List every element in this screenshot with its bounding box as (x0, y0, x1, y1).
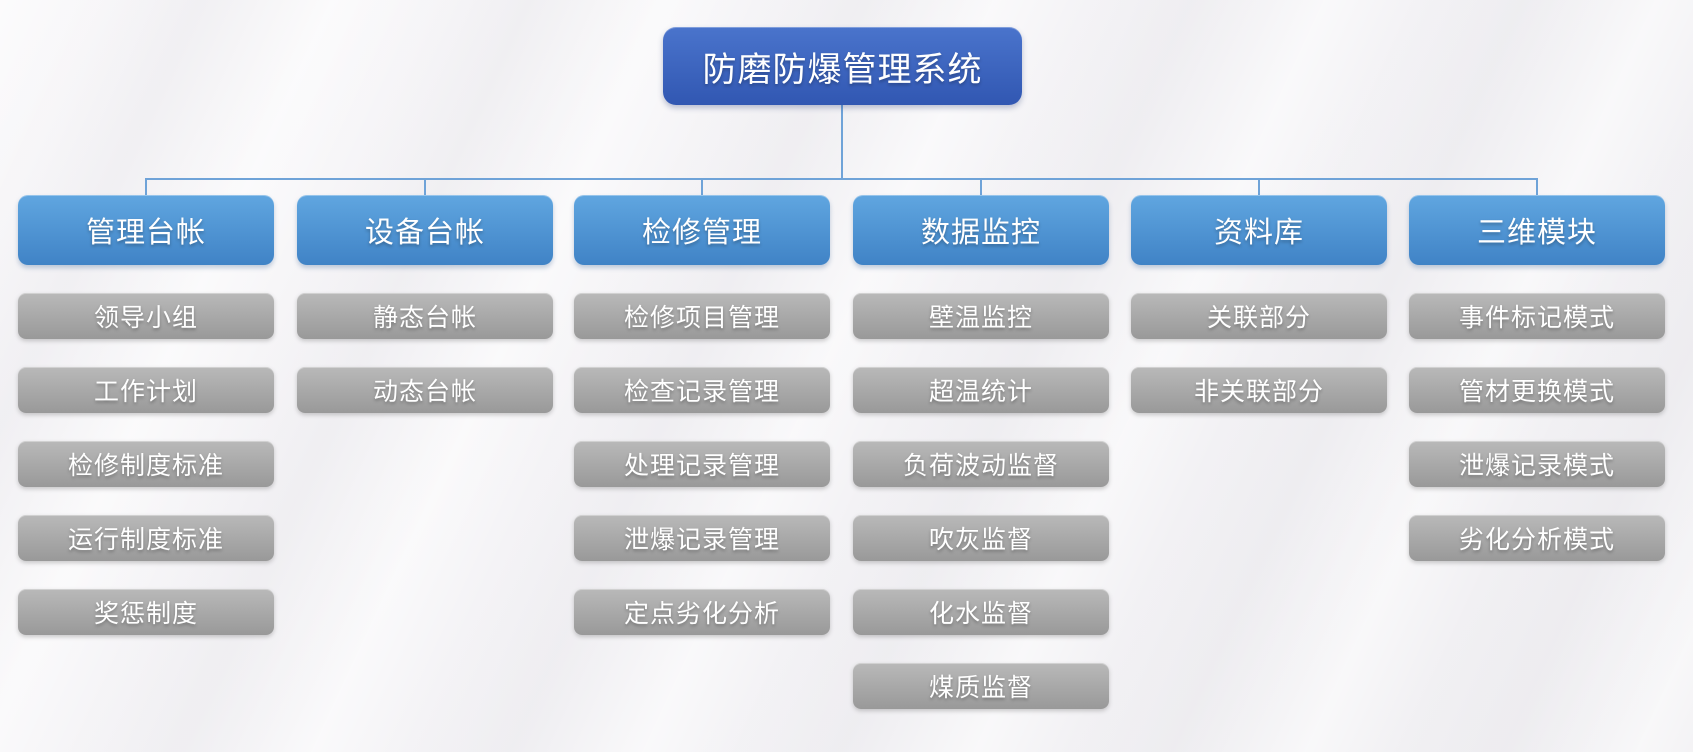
leaf-node-coal-quality: 煤质监督 (853, 663, 1109, 709)
leaf-node-maintenance-standard: 检修制度标准 (18, 441, 274, 487)
leaf-node-wall-temp-monitoring: 壁温监控 (853, 293, 1109, 339)
leaf-node-overtemp-stats: 超温统计 (853, 367, 1109, 413)
branch-node-management-ledger: 管理台帐 (18, 195, 274, 265)
leaf-node-soot-blowing: 吹灰监督 (853, 515, 1109, 561)
connector-rail (145, 178, 1538, 180)
root-node: 防磨防爆管理系统 (663, 27, 1022, 105)
leaf-node-related-part: 关联部分 (1131, 293, 1387, 339)
leaf-node-water-chemistry: 化水监督 (853, 589, 1109, 635)
leaf-node-degradation-analysis-mode: 劣化分析模式 (1409, 515, 1665, 561)
leaf-node-explosion-record-mgmt: 泄爆记录管理 (574, 515, 830, 561)
branch-node-3d-module: 三维模块 (1409, 195, 1665, 265)
leaf-node-operation-standard: 运行制度标准 (18, 515, 274, 561)
leaf-node-work-plan: 工作计划 (18, 367, 274, 413)
leaf-node-unrelated-part: 非关联部分 (1131, 367, 1387, 413)
branch-column-equipment-ledger: 设备台帐 静态台帐 动态台帐 (297, 195, 553, 413)
connector-drop-maintenance-management (701, 178, 703, 196)
branch-column-management-ledger: 管理台帐 领导小组 工作计划 检修制度标准 运行制度标准 奖惩制度 (18, 195, 274, 635)
connector-drop-management-ledger (145, 178, 147, 196)
branch-node-repository: 资料库 (1131, 195, 1387, 265)
branch-column-data-monitoring: 数据监控 壁温监控 超温统计 负荷波动监督 吹灰监督 化水监督 煤质监督 (853, 195, 1109, 709)
leaf-node-maintenance-project-mgmt: 检修项目管理 (574, 293, 830, 339)
branch-column-3d-module: 三维模块 事件标记模式 管材更换模式 泄爆记录模式 劣化分析模式 (1409, 195, 1665, 561)
leaf-node-event-marking-mode: 事件标记模式 (1409, 293, 1665, 339)
leaf-node-handling-record-mgmt: 处理记录管理 (574, 441, 830, 487)
connector-drop-equipment-ledger (424, 178, 426, 196)
leaf-node-pipe-replacement-mode: 管材更换模式 (1409, 367, 1665, 413)
leaf-node-static-ledger: 静态台帐 (297, 293, 553, 339)
leaf-node-inspection-record-mgmt: 检查记录管理 (574, 367, 830, 413)
connector-drop-repository (1258, 178, 1260, 196)
connector-drop-3d-module (1536, 178, 1538, 196)
branch-column-repository: 资料库 关联部分 非关联部分 (1131, 195, 1387, 413)
branch-node-data-monitoring: 数据监控 (853, 195, 1109, 265)
leaf-node-leading-group: 领导小组 (18, 293, 274, 339)
leaf-node-reward-punishment: 奖惩制度 (18, 589, 274, 635)
branch-node-maintenance-management: 检修管理 (574, 195, 830, 265)
branch-node-equipment-ledger: 设备台帐 (297, 195, 553, 265)
leaf-node-fixed-point-degradation: 定点劣化分析 (574, 589, 830, 635)
connector-drop-data-monitoring (980, 178, 982, 196)
leaf-node-dynamic-ledger: 动态台帐 (297, 367, 553, 413)
branch-column-maintenance-management: 检修管理 检修项目管理 检查记录管理 处理记录管理 泄爆记录管理 定点劣化分析 (574, 195, 830, 635)
leaf-node-load-fluctuation: 负荷波动监督 (853, 441, 1109, 487)
leaf-node-explosion-record-mode: 泄爆记录模式 (1409, 441, 1665, 487)
connector-root-stem (841, 105, 843, 179)
